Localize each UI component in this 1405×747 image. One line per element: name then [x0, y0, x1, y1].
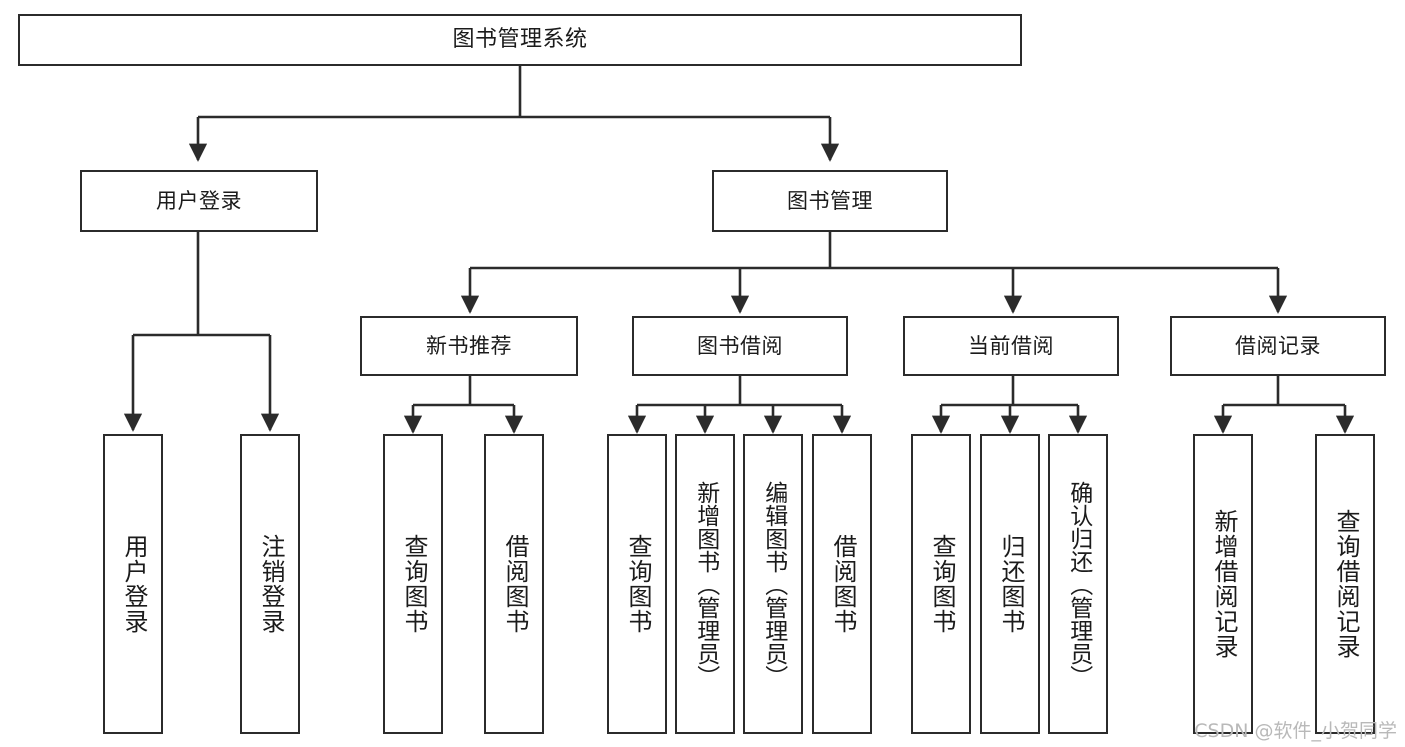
node-label: 用户登录: [156, 188, 242, 213]
leaf-add-book-admin[interactable]: 新增图书（管理员）: [675, 434, 735, 734]
leaf-confirm-return-admin[interactable]: 确认归还（管理员）: [1048, 434, 1108, 734]
node-label: 借阅记录: [1235, 333, 1321, 358]
leaf-borrow-book[interactable]: 借阅图书: [812, 434, 872, 734]
node-label: 归还图书: [996, 534, 1025, 634]
node-label: 借阅图书: [828, 534, 857, 634]
node-label: 查询图书: [927, 534, 956, 634]
node-label: 图书借阅: [697, 333, 783, 358]
node-book-management[interactable]: 图书管理: [712, 170, 948, 232]
node-label: 注销登录: [256, 534, 285, 634]
node-book-borrow[interactable]: 图书借阅: [632, 316, 848, 376]
leaf-query-book-borrow[interactable]: 查询图书: [607, 434, 667, 734]
node-new-book-recommend[interactable]: 新书推荐: [360, 316, 578, 376]
watermark-text: CSDN @软件_小贺同学: [1194, 720, 1397, 742]
node-label: 编辑图书（管理员）: [760, 480, 787, 688]
node-label: 新增图书（管理员）: [692, 480, 719, 688]
leaf-add-borrow-record[interactable]: 新增借阅记录: [1193, 434, 1253, 734]
leaf-user-login[interactable]: 用户登录: [103, 434, 163, 734]
node-root-system[interactable]: 图书管理系统: [18, 14, 1022, 66]
leaf-query-book-current[interactable]: 查询图书: [911, 434, 971, 734]
node-label: 查询图书: [399, 534, 428, 634]
node-label: 用户登录: [119, 534, 148, 634]
node-label: 新书推荐: [426, 333, 512, 358]
node-label: 确认归还（管理员）: [1065, 480, 1092, 688]
node-current-borrow[interactable]: 当前借阅: [903, 316, 1119, 376]
node-user-login[interactable]: 用户登录: [80, 170, 318, 232]
leaf-query-book-recommend[interactable]: 查询图书: [383, 434, 443, 734]
leaf-logout-login[interactable]: 注销登录: [240, 434, 300, 734]
node-label: 图书管理: [787, 188, 873, 213]
node-borrow-records[interactable]: 借阅记录: [1170, 316, 1386, 376]
node-label: 当前借阅: [968, 333, 1054, 358]
node-label: 查询图书: [623, 534, 652, 634]
leaf-query-borrow-record[interactable]: 查询借阅记录: [1315, 434, 1375, 734]
node-label: 查询借阅记录: [1331, 509, 1360, 659]
leaf-return-book[interactable]: 归还图书: [980, 434, 1040, 734]
leaf-borrow-book-recommend[interactable]: 借阅图书: [484, 434, 544, 734]
leaf-edit-book-admin[interactable]: 编辑图书（管理员）: [743, 434, 803, 734]
node-label: 图书管理系统: [452, 27, 588, 53]
node-label: 借阅图书: [500, 534, 529, 634]
node-label: 新增借阅记录: [1209, 509, 1238, 659]
